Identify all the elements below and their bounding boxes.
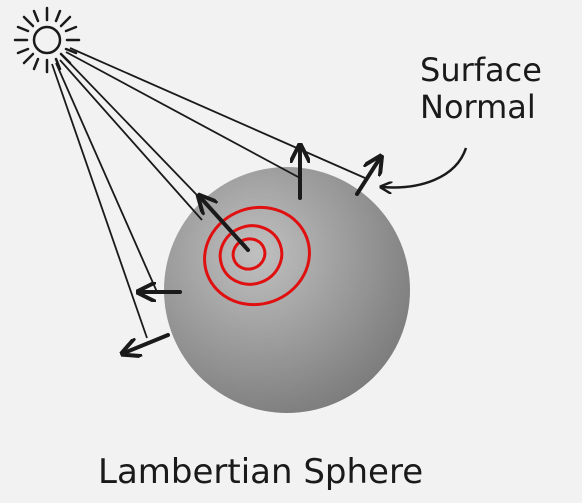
surface-normal-label: Surface Normal (420, 52, 542, 126)
surface-normal-label-line1: Surface (420, 52, 542, 89)
light-ray (60, 60, 202, 220)
surface-normal-label-line2: Normal (420, 89, 542, 126)
diagram-title: Lambertian Sphere (98, 452, 423, 492)
sphere (164, 167, 410, 413)
light-ray (66, 52, 300, 178)
label-pointer-arrow (382, 148, 466, 187)
light-ray (56, 63, 157, 292)
light-ray (70, 48, 365, 178)
